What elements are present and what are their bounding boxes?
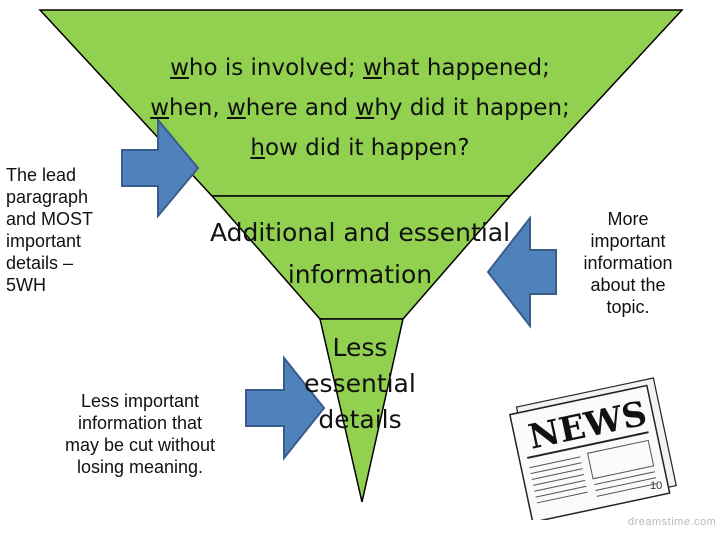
page-number: 10 bbox=[650, 480, 662, 492]
top-tier-line-1: who is involved; what happened; bbox=[100, 48, 620, 88]
middle-tier-line-2: information bbox=[190, 254, 530, 296]
lead-label-line: details – bbox=[6, 252, 146, 274]
top-tier-line-3: how did it happen? bbox=[100, 128, 620, 168]
lead-label-line: The lead bbox=[6, 164, 146, 186]
less-label-line: losing meaning. bbox=[20, 456, 260, 478]
middle-tier-line-1: Additional and essential bbox=[190, 212, 530, 254]
more-important-label: More important information about the top… bbox=[548, 208, 708, 318]
middle-tier-text: Additional and essential information bbox=[190, 212, 530, 296]
more-label-line: important bbox=[548, 230, 708, 252]
less-label-line: Less important bbox=[20, 390, 260, 412]
less-important-label: Less important information that may be c… bbox=[20, 390, 260, 478]
bottom-tier-line-2: essential bbox=[290, 366, 430, 402]
more-label-line: topic. bbox=[548, 296, 708, 318]
more-label-line: More bbox=[548, 208, 708, 230]
watermark: dreamstime.com bbox=[628, 516, 716, 528]
top-tier-text: who is involved; what happened; when, wh… bbox=[100, 48, 620, 168]
bottom-tier-text: Less essential details bbox=[290, 330, 430, 438]
top-tier-line-2: when, where and why did it happen; bbox=[100, 88, 620, 128]
lead-paragraph-label: The lead paragraph and MOST important de… bbox=[6, 164, 146, 296]
lead-label-line: important bbox=[6, 230, 146, 252]
less-label-line: information that bbox=[20, 412, 260, 434]
more-label-line: information bbox=[548, 252, 708, 274]
lead-label-line: 5WH bbox=[6, 274, 146, 296]
more-label-line: about the bbox=[548, 274, 708, 296]
lead-label-line: paragraph bbox=[6, 186, 146, 208]
less-label-line: may be cut without bbox=[20, 434, 260, 456]
bottom-tier-line-3: details bbox=[290, 402, 430, 438]
bottom-tier-line-1: Less bbox=[290, 330, 430, 366]
lead-label-line: and MOST bbox=[6, 208, 146, 230]
newspaper-icon: NEWS bbox=[508, 370, 678, 520]
